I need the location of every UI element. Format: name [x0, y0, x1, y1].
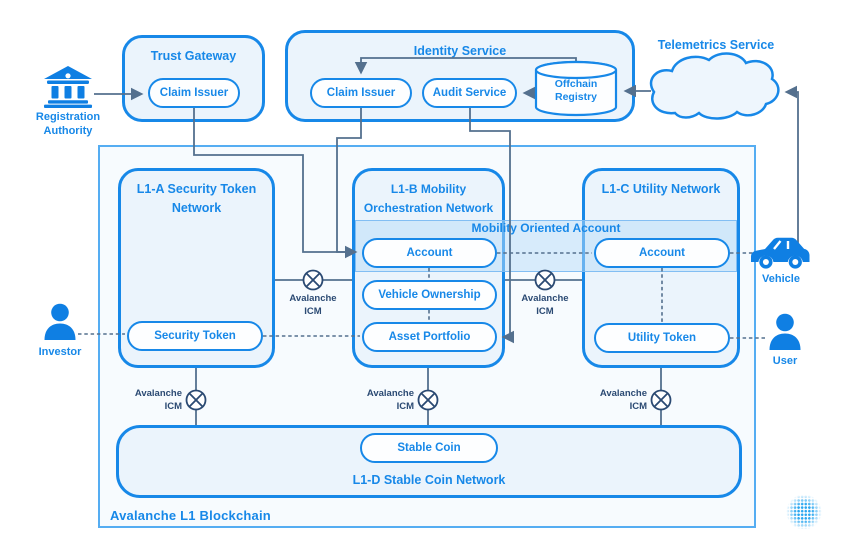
- icm-label-ab: Avalanche ICM: [289, 293, 337, 317]
- id-claim-issuer-pill: Claim Issuer: [310, 78, 412, 108]
- vehicle-ownership-label: Vehicle Ownership: [378, 289, 481, 301]
- identity-service-title: Identity Service: [413, 44, 507, 58]
- trust-gateway-title: Trust Gateway: [150, 49, 237, 63]
- security-token-label: Security Token: [154, 330, 236, 342]
- telemetrics-title: Telemetrics Service: [657, 38, 775, 52]
- bank-icon: [44, 66, 92, 108]
- audit-service-pill: Audit Service: [422, 78, 517, 108]
- l1c-title: L1-C Utility Network: [601, 182, 721, 196]
- audit-service-label: Audit Service: [432, 87, 507, 99]
- user-icon: [769, 313, 801, 350]
- tg-claim-issuer-pill: Claim Issuer: [148, 78, 240, 108]
- id-claim-issuer-label: Claim Issuer: [326, 87, 396, 99]
- l1c-account-label: Account: [639, 247, 685, 259]
- identity-service-box: Identity Service: [285, 30, 635, 122]
- halftone-logo: [786, 495, 822, 529]
- l1d-title: L1-D Stable Coin Network: [352, 473, 506, 487]
- icm-label-a-d: Avalanche ICM: [134, 388, 182, 412]
- l1b-account-pill: Account: [362, 238, 497, 268]
- edge-vehicle-to-cloud: [784, 85, 799, 243]
- vehicle-icon: [751, 237, 810, 269]
- avalanche-l1-title: Avalanche L1 Blockchain: [110, 508, 271, 523]
- icm-label-b-d: Avalanche ICM: [366, 388, 414, 412]
- user-label: User: [772, 355, 798, 367]
- tg-claim-issuer-label: Claim Issuer: [159, 87, 229, 99]
- vehicle-label: Vehicle: [762, 273, 800, 285]
- l1b-account-label: Account: [406, 247, 453, 259]
- investor-label: Investor: [38, 346, 82, 358]
- asset-portfolio-pill: Asset Portfolio: [362, 322, 497, 352]
- vehicle-ownership-pill: Vehicle Ownership: [362, 280, 497, 310]
- stable-coin-pill: Stable Coin: [360, 433, 498, 463]
- l1a-title: L1-A Security Token Network: [136, 182, 257, 216]
- icm-label-bc: Avalanche ICM: [521, 293, 569, 317]
- security-token-pill: Security Token: [127, 321, 263, 351]
- asset-portfolio-label: Asset Portfolio: [388, 331, 471, 343]
- telemetrics-cloud: [649, 52, 780, 120]
- utility-token-pill: Utility Token: [594, 323, 730, 353]
- offchain-registry-label: Offchain Registry: [554, 78, 598, 104]
- registration-authority-label: Registration Authority: [35, 111, 101, 138]
- mobility-account-title: Mobility Oriented Account: [471, 221, 621, 235]
- l1c-account-pill: Account: [594, 238, 730, 268]
- l1b-title: L1-B Mobility Orchestration Network: [363, 182, 494, 215]
- investor-icon: [44, 303, 76, 340]
- icm-label-c-d: Avalanche ICM: [599, 388, 647, 412]
- stable-coin-label: Stable Coin: [397, 442, 461, 454]
- utility-token-label: Utility Token: [627, 332, 697, 344]
